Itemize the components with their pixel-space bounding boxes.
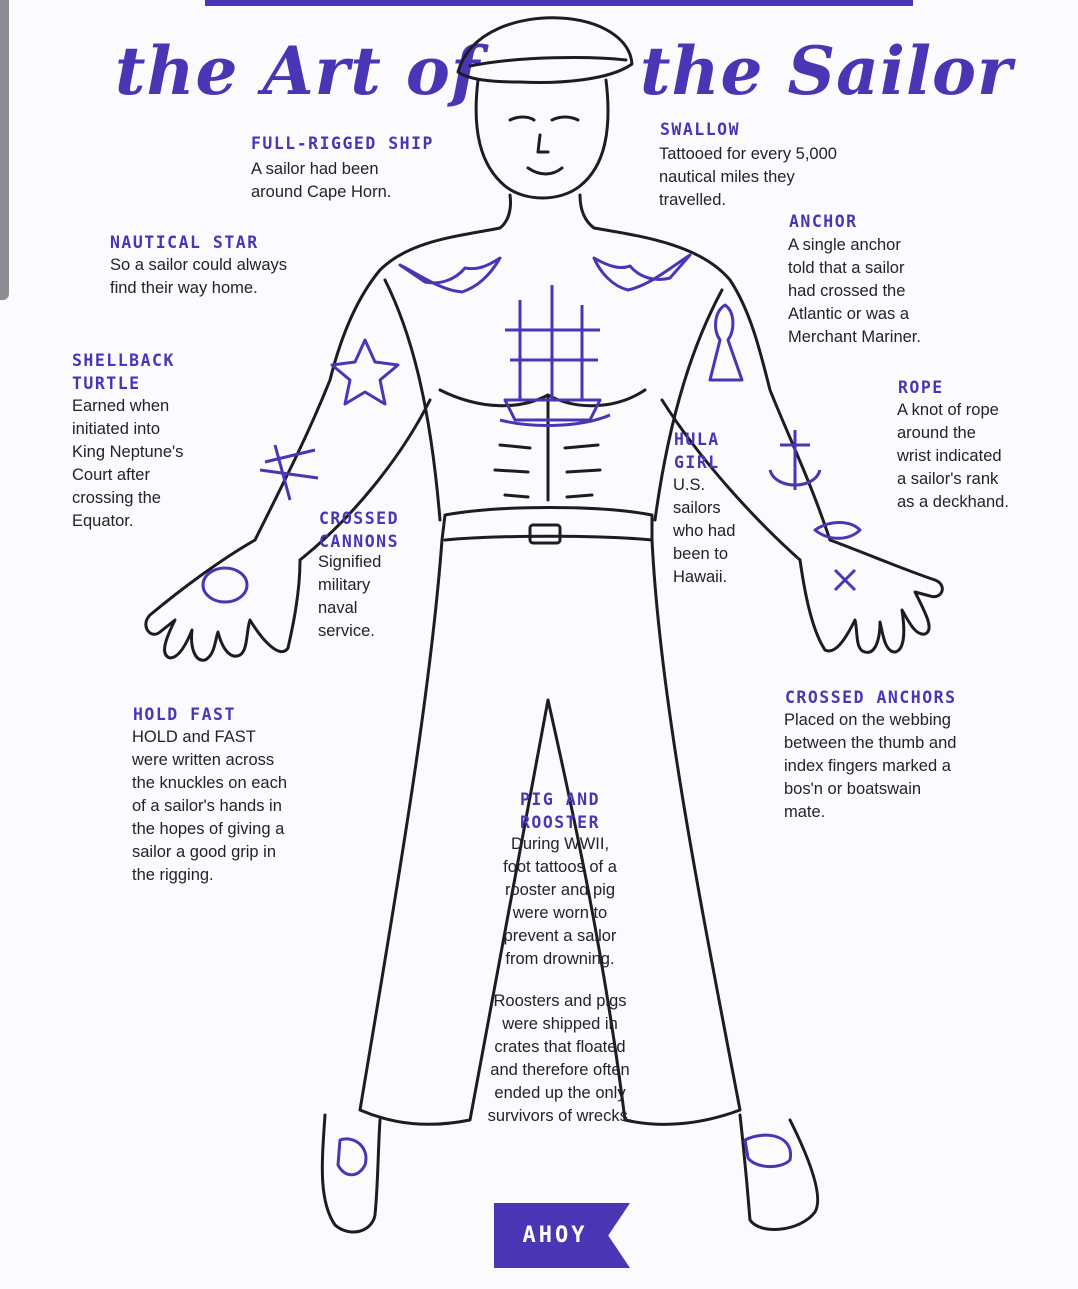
rope-desc-1: A knot of rope [897, 401, 999, 419]
sailor-torso [253, 193, 832, 542]
anchor-desc-1: A single anchor [788, 236, 901, 254]
hold-fast-desc-7: the rigging. [132, 866, 214, 884]
nautical-star-desc-2: find their way home. [110, 279, 258, 297]
crossed-anchors-desc-2: between the thumb and [784, 734, 957, 752]
ship-tattoo [499, 285, 611, 427]
nautical-star-desc-1: So a sailor could always [110, 256, 288, 274]
full-rigged-ship-desc-2: around Cape Horn. [251, 183, 392, 201]
right-foot [738, 1113, 820, 1231]
shellback-turtle-desc-5: crossing the [72, 489, 161, 507]
crossed-anchors-label: CROSSED ANCHORS [785, 688, 957, 707]
hula-girl-tattoo [708, 303, 744, 382]
crossed-cannons-label-2: CANNONS [319, 532, 400, 551]
anchor-desc-3: had crossed the [788, 282, 906, 300]
rope-tattoo [813, 521, 862, 540]
pig-and-rooster-extra-3: crates that floated [494, 1038, 626, 1056]
hold-fast-desc-1: HOLD and FAST [132, 728, 256, 746]
hula-girl-desc-1: U.S. [673, 476, 706, 494]
pig-and-rooster-extra-4: and therefore often [490, 1061, 630, 1079]
full-rigged-ship-desc-1: A sailor had been [251, 160, 379, 178]
pig-tattoo [743, 1133, 792, 1168]
shellback-turtle-desc-6: Equator. [72, 512, 134, 530]
title-left: the Art of [115, 32, 481, 110]
rope-desc-5: as a deckhand. [897, 493, 1009, 511]
crossed-cannons-desc-2: military [318, 576, 371, 594]
rope-desc-4: a sailor's rank [897, 470, 999, 488]
full-rigged-ship-label: FULL-RIGGED SHIP [251, 134, 434, 153]
anchor-label: ANCHOR [789, 212, 858, 231]
hula-girl-desc-2: sailors [673, 499, 721, 517]
hold-fast-label: HOLD FAST [133, 705, 236, 724]
right-hand [798, 538, 944, 654]
hold-fast-desc-5: the hopes of giving a [132, 820, 285, 838]
shellback-turtle-desc-4: Court after [72, 466, 150, 484]
hula-girl-label-1: HULA [674, 430, 720, 449]
pig-and-rooster-desc-5: prevent a sailor [503, 927, 617, 945]
swallow-left-tattoo [398, 256, 502, 294]
pig-and-rooster-extra-6: survivors of wrecks. [487, 1107, 633, 1125]
shellback-turtle-label-2: TURTLE [72, 374, 141, 393]
swallow-desc-1: Tattooed for every 5,000 [659, 145, 837, 163]
pig-and-rooster-desc-1: During WWII, [510, 835, 610, 853]
shellback-turtle-desc-2: initiated into [72, 420, 161, 438]
anchor-tattoo [768, 430, 822, 490]
hold-fast-desc-2: were written across [132, 751, 275, 769]
ahoy-badge-text: AHOY [522, 1223, 588, 1248]
anchor-desc-2: told that a sailor [788, 259, 905, 277]
anchor-desc-5: Merchant Mariner. [788, 328, 921, 346]
rope-desc-3: wrist indicated [897, 447, 1002, 465]
sailor-cap [456, 16, 634, 84]
edge-tab [0, 0, 9, 300]
crossed-cannons-desc-4: service. [318, 622, 375, 640]
left-foot [320, 1113, 382, 1234]
pig-and-rooster-desc-4: were worn to [512, 904, 608, 922]
sailor-pants [358, 506, 742, 1126]
nautical-star-label: NAUTICAL STAR [110, 233, 259, 252]
shellback-turtle-desc-3: King Neptune's [72, 443, 184, 461]
hula-girl-desc-3: who had [673, 522, 736, 540]
rope-label: ROPE [898, 378, 944, 397]
pig-and-rooster-extra-1: Roosters and pigs [493, 992, 627, 1010]
hold-fast-desc-4: of a sailor's hands in [132, 797, 282, 815]
crossed-anchors-desc-5: mate. [784, 803, 826, 821]
shellback-turtle-label-1: SHELLBACK [72, 351, 175, 370]
top-rule [205, 0, 913, 6]
pig-and-rooster-extra-2: were shipped in [502, 1015, 618, 1033]
title-right: the Sailor [640, 32, 1013, 110]
rope-desc-2: around the [897, 424, 976, 442]
rooster-tattoo [336, 1137, 368, 1177]
crossed-anchors-tattoo [833, 568, 857, 592]
hula-girl-desc-5: Hawaii. [673, 568, 728, 586]
hula-girl-desc-4: been to [673, 545, 729, 563]
crossed-cannons-tattoo [259, 444, 319, 501]
crossed-cannons-label-1: CROSSED [319, 509, 400, 528]
swallow-label: SWALLOW [660, 120, 741, 139]
pig-and-rooster-desc-2: foot tattoos of a [503, 858, 617, 876]
shellback-turtle-desc-1: Earned when [72, 397, 170, 415]
nautical-star-tattoo [330, 338, 400, 406]
pig-and-rooster-desc-3: rooster and pig [504, 881, 616, 899]
ahoy-badge: AHOY [494, 1203, 630, 1268]
swallow-desc-2: nautical miles they [659, 168, 795, 186]
pig-and-rooster-label-1: PIG AND [519, 790, 601, 809]
crossed-anchors-desc-4: bos'n or boatswain [784, 780, 922, 798]
crossed-anchors-desc-1: Placed on the webbing [784, 711, 951, 729]
crossed-anchors-desc-3: index fingers marked a [784, 757, 951, 775]
swallow-desc-3: travelled. [659, 191, 726, 209]
turtle-tattoo [201, 566, 249, 604]
anchor-desc-4: Atlantic or was a [788, 305, 910, 323]
pig-and-rooster-label-2: ROOSTER [519, 813, 601, 832]
left-hand [144, 538, 302, 662]
crossed-cannons-desc-3: naval [318, 599, 358, 617]
pig-and-rooster-desc-6: from drowning. [505, 950, 615, 968]
sailor-head [474, 78, 610, 200]
hold-fast-desc-3: the knuckles on each [132, 774, 288, 792]
hold-fast-desc-6: sailor a good grip in [132, 843, 277, 861]
swallow-right-tattoo [592, 253, 692, 292]
pig-and-rooster-extra-5: ended up the only [494, 1084, 626, 1102]
hula-girl-label-2: GIRL [674, 453, 720, 472]
crossed-cannons-desc-1: Signified [318, 553, 382, 571]
